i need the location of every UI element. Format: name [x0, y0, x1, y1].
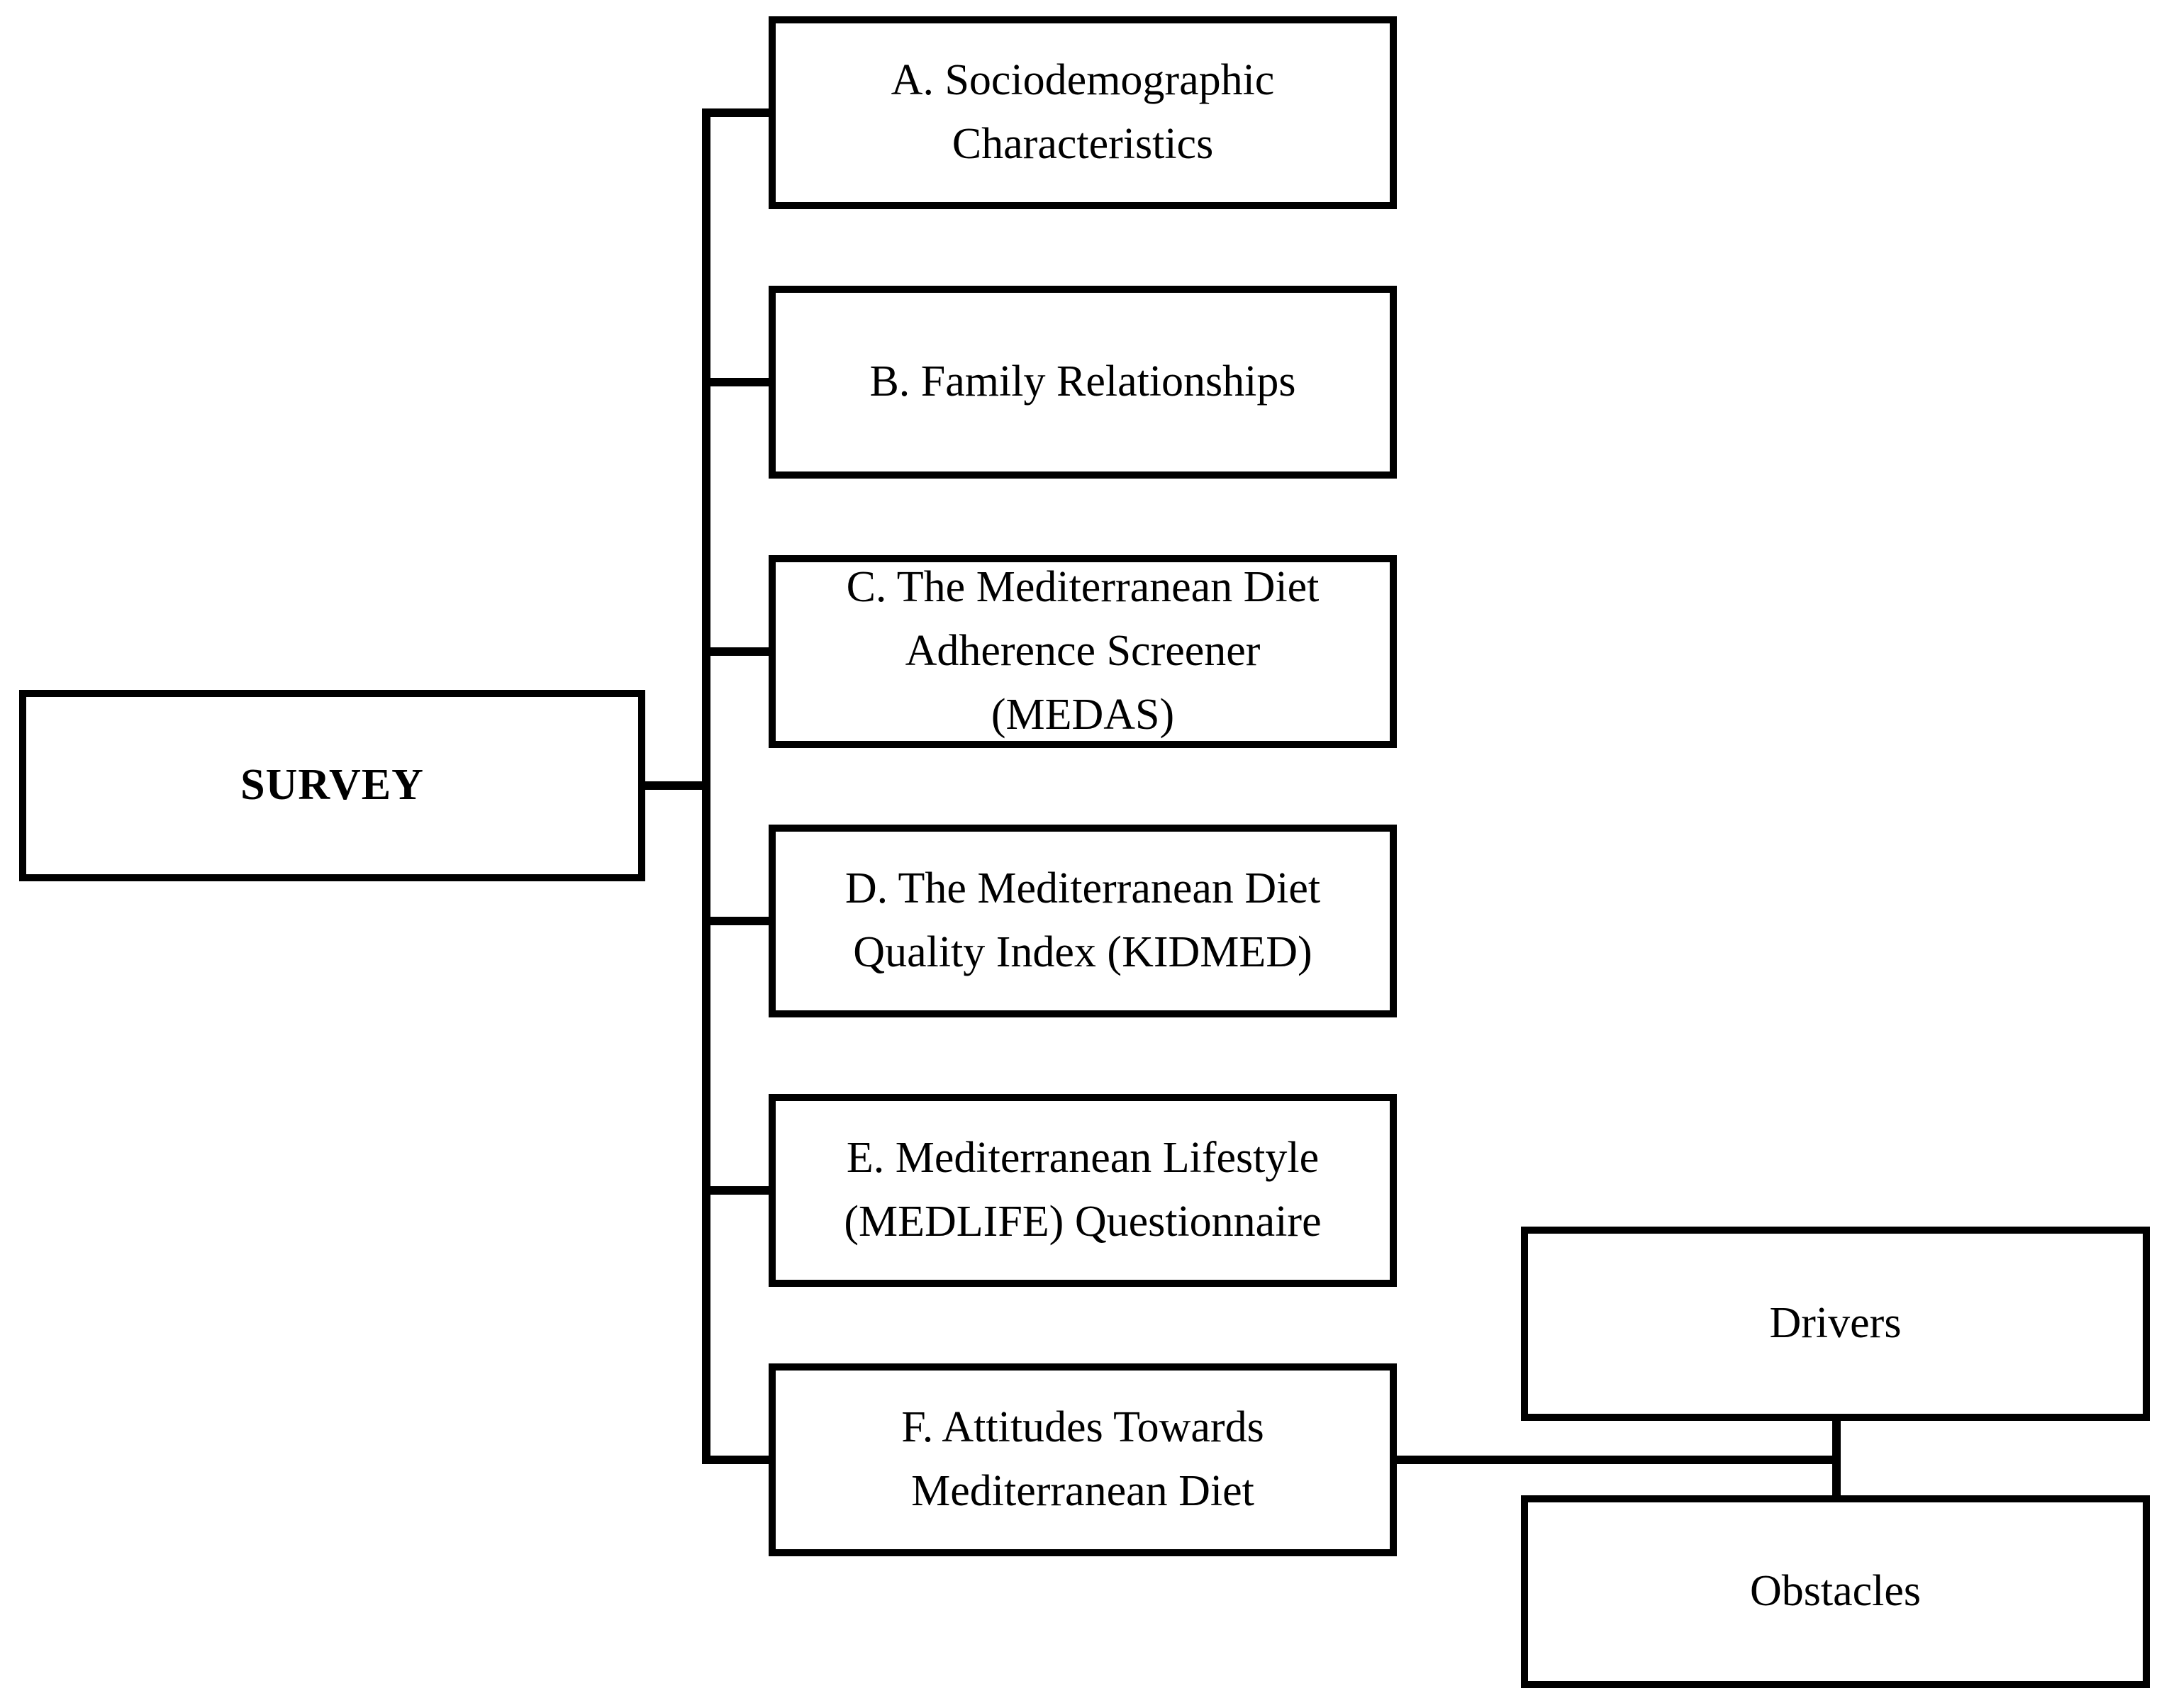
- section-label: C. The Mediterranean Diet Adherence Scre…: [846, 563, 1320, 739]
- section-label: A. Sociodemographic Characteristics: [891, 56, 1275, 168]
- connector-trunk-to-section-a: [702, 108, 769, 117]
- obstacles-label: Obstacles: [1749, 1567, 1922, 1616]
- section-box-medas: C. The Mediterranean Diet Adherence Scre…: [769, 555, 1397, 748]
- section-box-sociodemographic: A. Sociodemographic Characteristics: [769, 16, 1397, 209]
- connector-trunk-vertical: [702, 108, 710, 1464]
- section-box-attitudes: F. Attitudes Towards Mediterranean Diet: [769, 1363, 1397, 1556]
- connector-survey-to-trunk: [642, 781, 710, 790]
- section-label: B. Family Relationships: [869, 357, 1296, 406]
- drivers-label: Drivers: [1769, 1299, 1902, 1348]
- connector-trunk-to-section-e: [702, 1186, 769, 1195]
- section-box-kidmed: D. The Mediterranean Diet Quality Index …: [769, 825, 1397, 1017]
- connector-trunk-to-section-f: [702, 1456, 769, 1464]
- connector-drivers-obstacles-vertical: [1832, 1417, 1841, 1500]
- section-label: F. Attitudes Towards Mediterranean Diet: [901, 1403, 1264, 1515]
- connector-section-f-to-branches: [1397, 1456, 1841, 1464]
- section-box-medlife: E. Mediterranean Lifestyle (MEDLIFE) Que…: [769, 1094, 1397, 1287]
- section-box-family-relationships: B. Family Relationships: [769, 286, 1397, 479]
- survey-box: SURVEY: [19, 690, 645, 881]
- drivers-box: Drivers: [1521, 1227, 2150, 1421]
- section-label: D. The Mediterranean Diet Quality Index …: [844, 864, 1321, 976]
- connector-trunk-to-section-c: [702, 647, 769, 656]
- section-label: E. Mediterranean Lifestyle (MEDLIFE) Que…: [844, 1134, 1322, 1246]
- connector-trunk-to-section-d: [702, 917, 769, 925]
- obstacles-box: Obstacles: [1521, 1495, 2150, 1688]
- survey-label: SURVEY: [240, 761, 424, 810]
- connector-trunk-to-section-b: [702, 378, 769, 386]
